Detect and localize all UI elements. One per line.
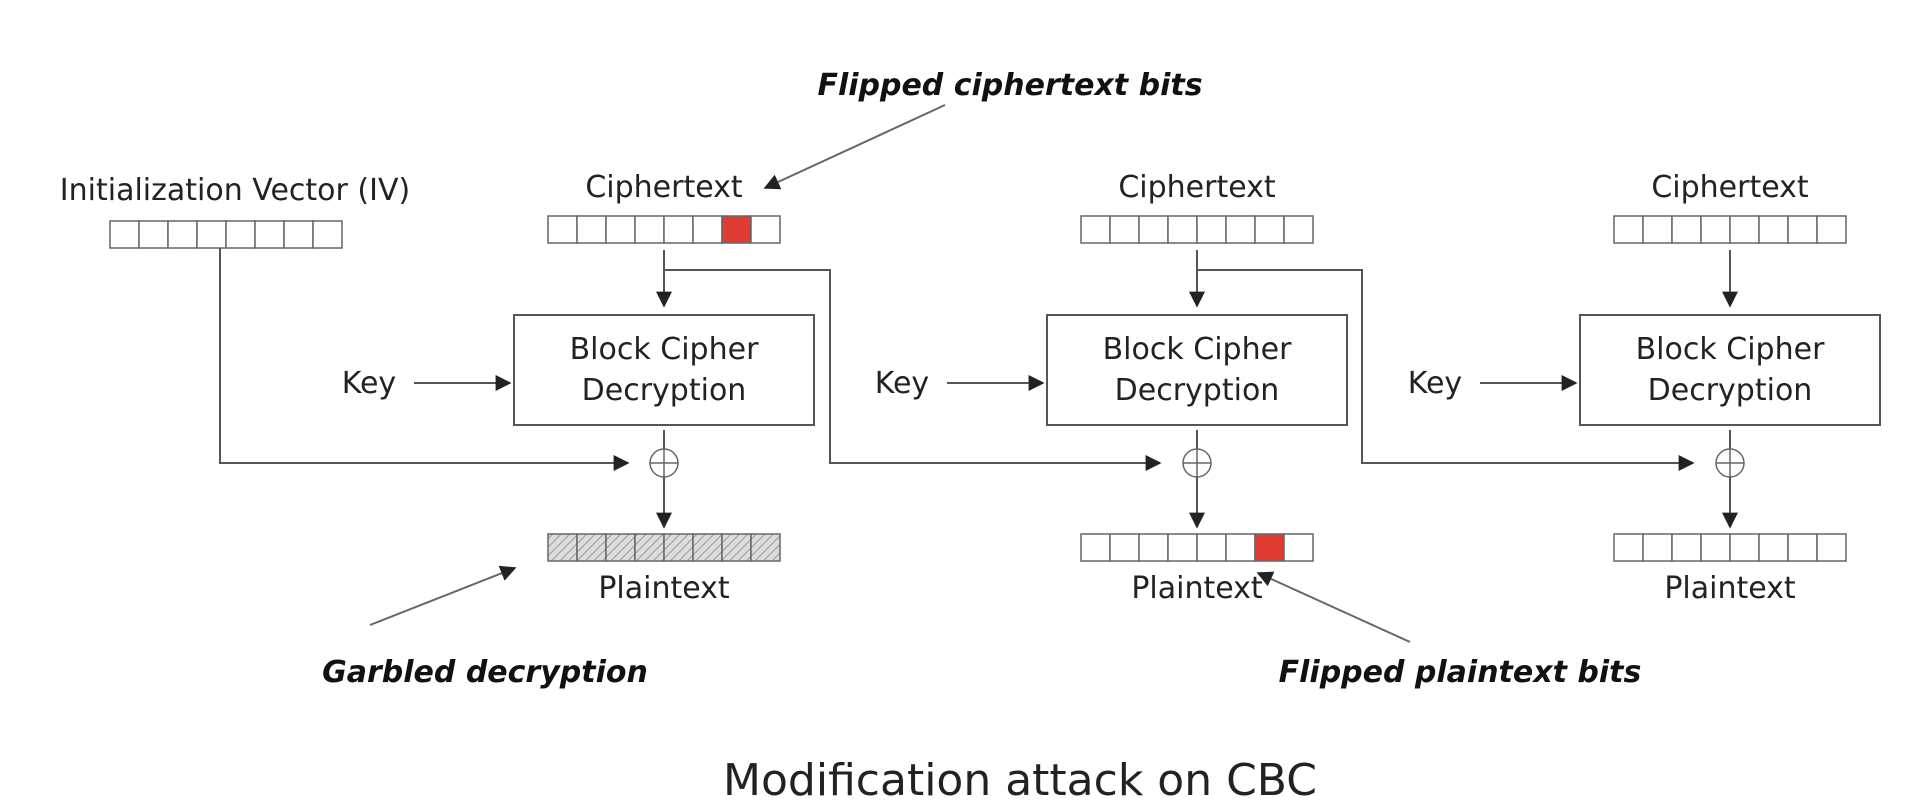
iv-to-xor-1-wire (219, 248, 630, 471)
bit-cell (1758, 215, 1789, 244)
ciphertext-label: Ciphertext (585, 170, 743, 205)
ciphertext-label: Ciphertext (1651, 170, 1809, 205)
bit-cell (605, 215, 636, 244)
bit-cell (1787, 533, 1818, 562)
ciphertext-label: Ciphertext (1118, 170, 1276, 205)
ciphertext-block (1080, 215, 1314, 244)
bit-cell (1816, 533, 1847, 562)
bit-cell (605, 533, 636, 562)
bit-cell (1080, 533, 1111, 562)
ciphertext-1-to-xor-2-wire (664, 269, 1162, 471)
block-cipher-decryption-box (1046, 314, 1348, 426)
bit-cell (1283, 533, 1314, 562)
bit-cell (1167, 533, 1198, 562)
bit-cell (1196, 533, 1227, 562)
cipher-box-label-line2: Decryption (582, 373, 747, 408)
cipher-box-label-line1: Block Cipher (1636, 332, 1825, 367)
bit-cell (576, 215, 607, 244)
xor-icon (1182, 448, 1212, 478)
bit-cell (312, 220, 343, 249)
bit-cell (663, 215, 694, 244)
bit-cell (1109, 533, 1140, 562)
iv-label: Initialization Vector (IV) (60, 173, 410, 208)
bit-cell (1642, 215, 1673, 244)
xor-icon (649, 448, 679, 478)
iv-block (109, 220, 343, 249)
garbled-decryption-pointer (369, 565, 517, 626)
key-label: Key (875, 366, 929, 401)
cipher-box-label-line2: Decryption (1115, 373, 1280, 408)
flipped-plaintext-annotation: Flipped plaintext bits (1279, 655, 1642, 690)
bit-cell (1283, 215, 1314, 244)
bit-cell (138, 220, 169, 249)
bit-cell (1700, 533, 1731, 562)
ciphertext-block (547, 215, 781, 244)
bit-cell (1613, 533, 1644, 562)
bit-cell (634, 533, 665, 562)
bit-cell (721, 533, 752, 562)
bit-cell (1700, 215, 1731, 244)
iv-cells (109, 220, 343, 249)
bit-cell (1138, 533, 1169, 562)
bit-cell (1196, 215, 1227, 244)
bit-cell (750, 215, 781, 244)
bit-cell (1671, 533, 1702, 562)
bit-cell (167, 220, 198, 249)
bit-cell (196, 220, 227, 249)
bit-cell (1729, 533, 1760, 562)
plaintext-label: Plaintext (1131, 571, 1263, 606)
bit-cell (1109, 215, 1140, 244)
xor-icon (1715, 448, 1745, 478)
bit-cell (1225, 215, 1256, 244)
bit-cell (1254, 215, 1285, 244)
cipher-box-label-line1: Block Cipher (1103, 332, 1292, 367)
flipped-bit-cell (1254, 533, 1285, 562)
block-cipher-decryption-box (1579, 314, 1881, 426)
key-label: Key (342, 366, 396, 401)
diagram-title: Modification attack on CBC (723, 755, 1317, 806)
plaintext-label: Plaintext (1664, 571, 1796, 606)
ciphertext-block (1613, 215, 1847, 244)
ciphertext-2-to-xor-3-wire (1197, 269, 1695, 471)
cipher-box-label-line1: Block Cipher (570, 332, 759, 367)
bit-cell (576, 533, 607, 562)
block-cipher-decryption-box (513, 314, 815, 426)
bit-cell (634, 215, 665, 244)
bit-cell (1138, 215, 1169, 244)
bit-cell (1225, 533, 1256, 562)
bit-cell (1167, 215, 1198, 244)
bit-cell (109, 220, 140, 249)
plaintext-block (1080, 533, 1314, 562)
bit-cell (547, 215, 578, 244)
bit-cell (1671, 215, 1702, 244)
bit-cell (750, 533, 781, 562)
bit-cell (254, 220, 285, 249)
bit-cell (1816, 215, 1847, 244)
bit-cell (663, 533, 694, 562)
plaintext-block (1613, 533, 1847, 562)
flipped-ciphertext-pointer (763, 104, 946, 190)
bit-cell (1758, 533, 1789, 562)
bit-cell (692, 215, 723, 244)
bit-cell (1613, 215, 1644, 244)
bit-cell (1080, 215, 1111, 244)
bit-cell (1729, 215, 1760, 244)
garbled-decryption-annotation: Garbled decryption (322, 655, 648, 690)
flipped-ciphertext-annotation: Flipped ciphertext bits (817, 68, 1202, 103)
bit-cell (692, 533, 723, 562)
plaintext-block (547, 533, 781, 562)
flipped-plaintext-pointer (1256, 571, 1411, 643)
flipped-bit-cell (721, 215, 752, 244)
bit-cell (1787, 215, 1818, 244)
plaintext-label: Plaintext (598, 571, 730, 606)
bit-cell (283, 220, 314, 249)
bit-cell (1642, 533, 1673, 562)
bit-cell (225, 220, 256, 249)
key-label: Key (1408, 366, 1462, 401)
cipher-box-label-line2: Decryption (1648, 373, 1813, 408)
bit-cell (547, 533, 578, 562)
